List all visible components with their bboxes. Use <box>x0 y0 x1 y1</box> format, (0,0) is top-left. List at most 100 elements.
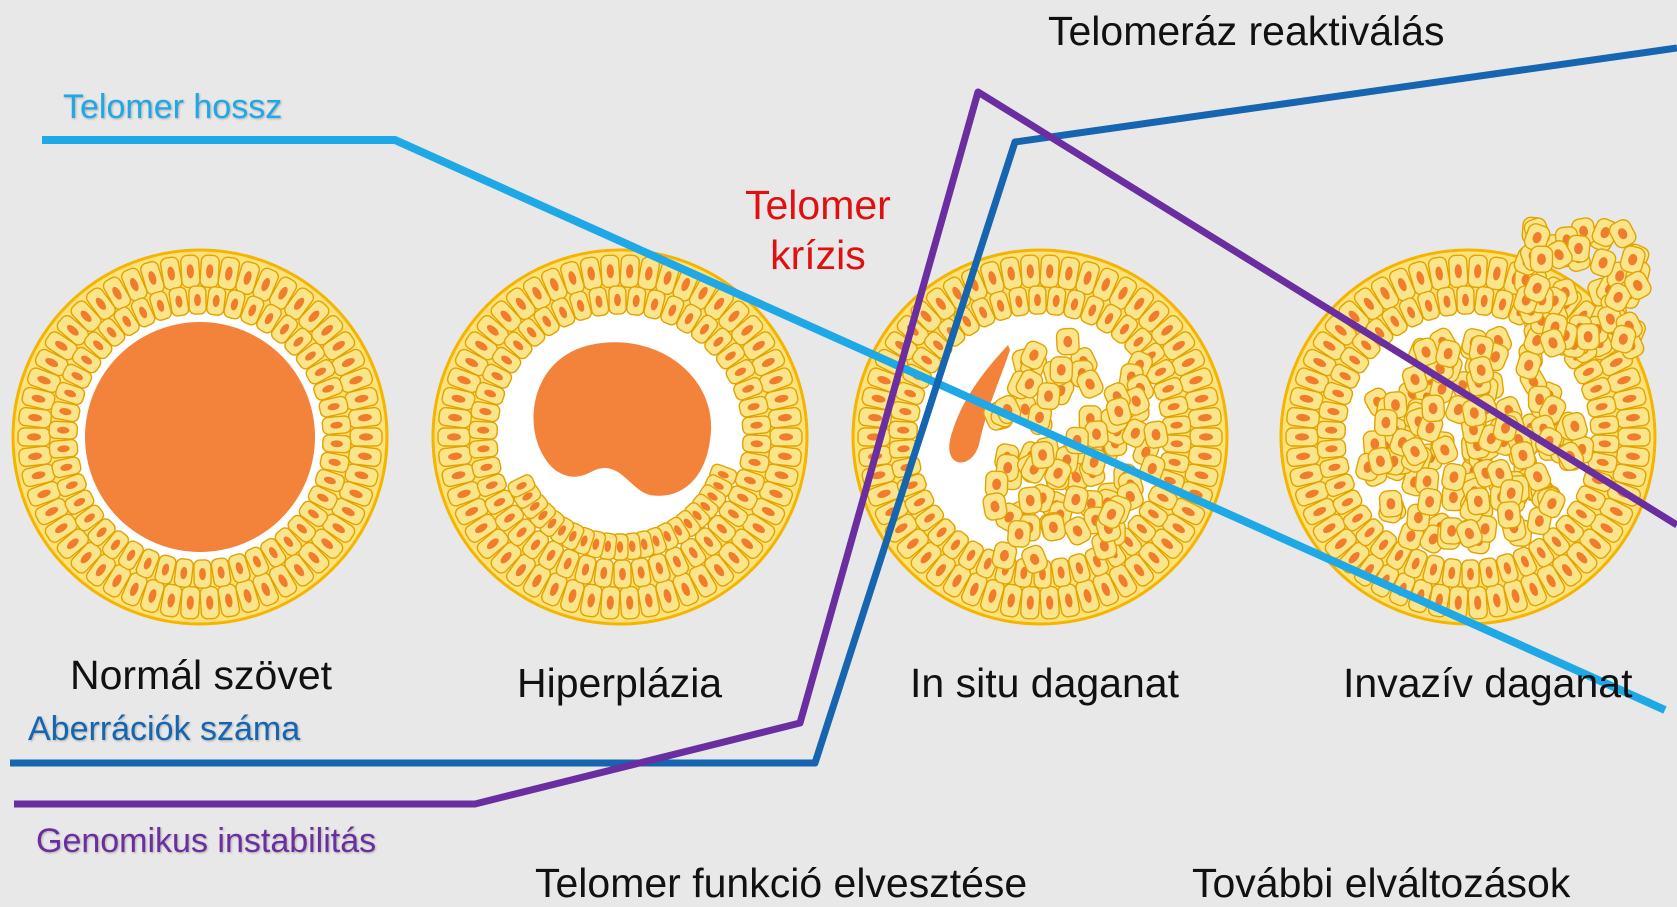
cell <box>620 255 640 288</box>
telomer-crisis-label: Telomer krízis <box>745 180 891 280</box>
cell <box>322 416 351 435</box>
cell <box>742 416 771 435</box>
cell <box>982 492 1008 521</box>
cell <box>1436 286 1457 316</box>
cell <box>1616 407 1650 429</box>
cell <box>1008 286 1029 316</box>
cell <box>1462 560 1479 588</box>
cell <box>1051 557 1072 587</box>
cell <box>194 560 211 588</box>
cell <box>626 286 646 316</box>
tissue-in_situ <box>853 250 1227 624</box>
stage-label-hyperplasia: Hiperplázia <box>517 660 722 707</box>
cell <box>469 439 498 458</box>
cell <box>1030 441 1055 469</box>
cell <box>180 586 200 619</box>
cell <box>1442 558 1462 588</box>
stage-label-normal: Normál szövet <box>70 652 332 699</box>
cell <box>322 435 351 453</box>
cell <box>768 407 802 429</box>
cell <box>620 586 640 619</box>
cell <box>18 445 52 467</box>
cell <box>600 255 620 288</box>
cell <box>1056 328 1079 355</box>
cell <box>350 428 382 446</box>
cell <box>889 421 918 439</box>
genomic-instability-label: Genomikus instabilitás <box>36 822 376 861</box>
cell <box>1374 409 1397 436</box>
further-changes-label: További elváltozások <box>1192 860 1570 907</box>
cell <box>1190 428 1222 446</box>
cell <box>1286 445 1320 467</box>
cell <box>1530 246 1552 272</box>
cell <box>1286 428 1318 446</box>
telomer-length-label: Telomer hossz <box>63 88 282 127</box>
cell <box>438 445 472 467</box>
cell <box>438 428 470 446</box>
cell <box>1040 512 1066 542</box>
cell <box>631 557 652 587</box>
cell-nucleus <box>27 433 41 440</box>
cell <box>1029 286 1046 314</box>
tissue-normal <box>13 250 387 624</box>
cell <box>469 421 498 439</box>
lumen-content <box>85 322 315 552</box>
cell <box>180 255 200 288</box>
cell <box>600 586 620 619</box>
cell <box>200 586 220 619</box>
cell <box>49 421 78 439</box>
cell <box>174 558 194 588</box>
telomer-function-loss-label: Telomer funkció elvesztése <box>535 860 1027 907</box>
cell <box>1618 428 1650 446</box>
cell-nucleus <box>779 433 793 440</box>
aberrations-label: Aberrációk száma <box>28 710 300 749</box>
cell <box>1020 586 1040 619</box>
cell <box>1577 323 1600 350</box>
cell <box>1466 487 1491 516</box>
cell <box>1143 420 1169 449</box>
telomer-crisis-line-1: Telomer <box>745 180 891 230</box>
cell <box>1040 586 1060 619</box>
cell <box>206 286 226 316</box>
cell <box>1036 382 1060 410</box>
cell <box>1050 357 1073 384</box>
cell <box>49 439 78 458</box>
cell <box>1468 255 1488 288</box>
cell <box>1421 395 1444 422</box>
cell <box>1020 255 1040 288</box>
cell <box>168 286 189 316</box>
cell-nucleus <box>1295 433 1309 440</box>
cell <box>211 557 232 587</box>
tissue-hyperplasia <box>433 250 807 624</box>
cell-nucleus <box>1627 433 1641 440</box>
cell <box>348 407 382 429</box>
cell <box>200 255 220 288</box>
cell <box>1007 520 1031 547</box>
cell <box>1590 416 1619 435</box>
cell <box>1040 255 1060 288</box>
cell <box>742 435 771 453</box>
cell <box>1590 435 1619 453</box>
stage-label-in-situ: In situ daganat <box>910 660 1179 707</box>
cell <box>770 428 802 446</box>
cell <box>1448 255 1468 288</box>
cell <box>1317 421 1346 439</box>
cell <box>1317 439 1346 458</box>
cell <box>614 560 631 588</box>
telomer-crisis-line-2: krízis <box>745 230 891 280</box>
cell-nucleus <box>617 541 623 552</box>
cell-nucleus <box>1199 433 1213 440</box>
cell <box>1188 407 1222 429</box>
cell <box>1457 286 1474 314</box>
cell <box>1468 586 1488 619</box>
cell-nucleus <box>359 433 373 440</box>
stage-label-invasive: Invazív daganat <box>1343 660 1632 707</box>
cell <box>1474 286 1494 316</box>
cell <box>1497 501 1521 529</box>
cell <box>609 286 626 314</box>
cell-nucleus <box>447 433 461 440</box>
cell <box>1046 286 1066 316</box>
telomerase-reactivation-label: Telomeráz reaktiválás <box>1048 8 1445 55</box>
cell <box>1479 557 1500 587</box>
